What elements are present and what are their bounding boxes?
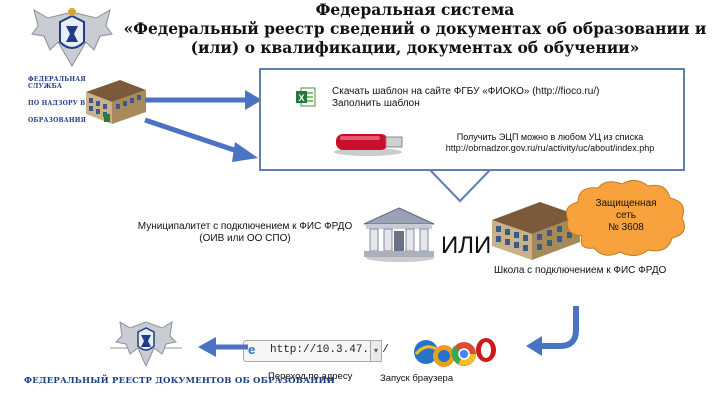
title-line-1: Федеральная система (315, 0, 515, 19)
address-bar[interactable]: e http://10.3.47.15/ (243, 340, 389, 362)
protected-network-cloud (560, 178, 692, 260)
svg-text:X: X (299, 93, 305, 103)
ie-page-icon: e (248, 342, 256, 357)
municipality-line-2: (ОИВ или ОО СПО) (199, 233, 291, 244)
address-bar-arrow: ▾ (370, 340, 382, 362)
excel-icon: X (295, 86, 317, 108)
curved-arrow-right (526, 306, 579, 356)
emblem-bottom (100, 318, 192, 374)
page-title: Федеральная система «Федеральный реестр … (110, 0, 720, 57)
arrows-to-box (144, 90, 262, 162)
cloud-line-1: Защищенная (595, 198, 657, 209)
government-building-icon (360, 204, 438, 262)
address-url: http://10.3.47.15/ (270, 344, 389, 356)
download-line-1: Скачать шаблон на сайте ФГБУ «ФИОКО» (ht… (332, 86, 600, 97)
municipality-line-1: Муниципалитет с подключением к ФИС ФРДО (137, 221, 353, 232)
instructions-box (259, 68, 685, 171)
cloud-line-3: № 3608 (608, 222, 644, 233)
ecp-line-2: http://obrnadzor.gov.ru/ru/activity/uc/a… (445, 143, 655, 153)
left-logo-line-3: ОБРАЗОВАНИЯ (28, 117, 87, 124)
arrow-to-registry (198, 337, 248, 357)
arrow-top-head (245, 90, 262, 110)
school-label: Школа с подключением к ФИС ФРДО (494, 265, 667, 276)
usb-token-icon (330, 128, 406, 158)
left-logo-line-1: ФЕДЕРАЛЬНАЯ СЛУЖБА (28, 76, 86, 90)
browser-icons (410, 332, 500, 372)
download-line-2: Заполнить шаблон (332, 98, 420, 109)
ecp-step-text: Получить ЭЦП можно в любом УЦ из списка … (416, 132, 684, 154)
building-left-icon (80, 74, 152, 126)
registry-logo-text: ФЕДЕРАЛЬНЫЙ РЕЕСТР ДОКУМЕНТОВ ОБ ОБРАЗОВ… (24, 376, 335, 386)
down-hollow-arrow (427, 169, 493, 203)
download-step-text: Скачать шаблон на сайте ФГБУ «ФИОКО» (ht… (332, 86, 682, 110)
emblem-top (28, 4, 116, 76)
launch-browser-label: Запуск браузера (380, 373, 454, 384)
or-label: ИЛИ (441, 232, 492, 259)
title-line-3: (или) о квалификации, документах об обуч… (190, 38, 640, 57)
title-line-2: «Федеральный реестр сведений о документа… (123, 19, 707, 38)
municipality-label: Муниципалитет с подключением к ФИС ФРДО … (115, 221, 375, 245)
arrow-diag-head (232, 142, 258, 162)
cloud-text: Защищенная сеть № 3608 (576, 198, 676, 234)
cloud-line-2: сеть (615, 210, 637, 221)
left-logo-line-2: ПО НАДЗОРУ В (28, 100, 86, 107)
ecp-line-1: Получить ЭЦП можно в любом УЦ из списка (456, 132, 644, 142)
arrow-diag-shaft (144, 117, 241, 155)
left-logo-text: ФЕДЕРАЛЬНАЯ СЛУЖБА ПО НАДЗОРУ В ОБРАЗОВА… (28, 76, 88, 124)
goto-address-label: Переход по адресу (268, 371, 353, 382)
